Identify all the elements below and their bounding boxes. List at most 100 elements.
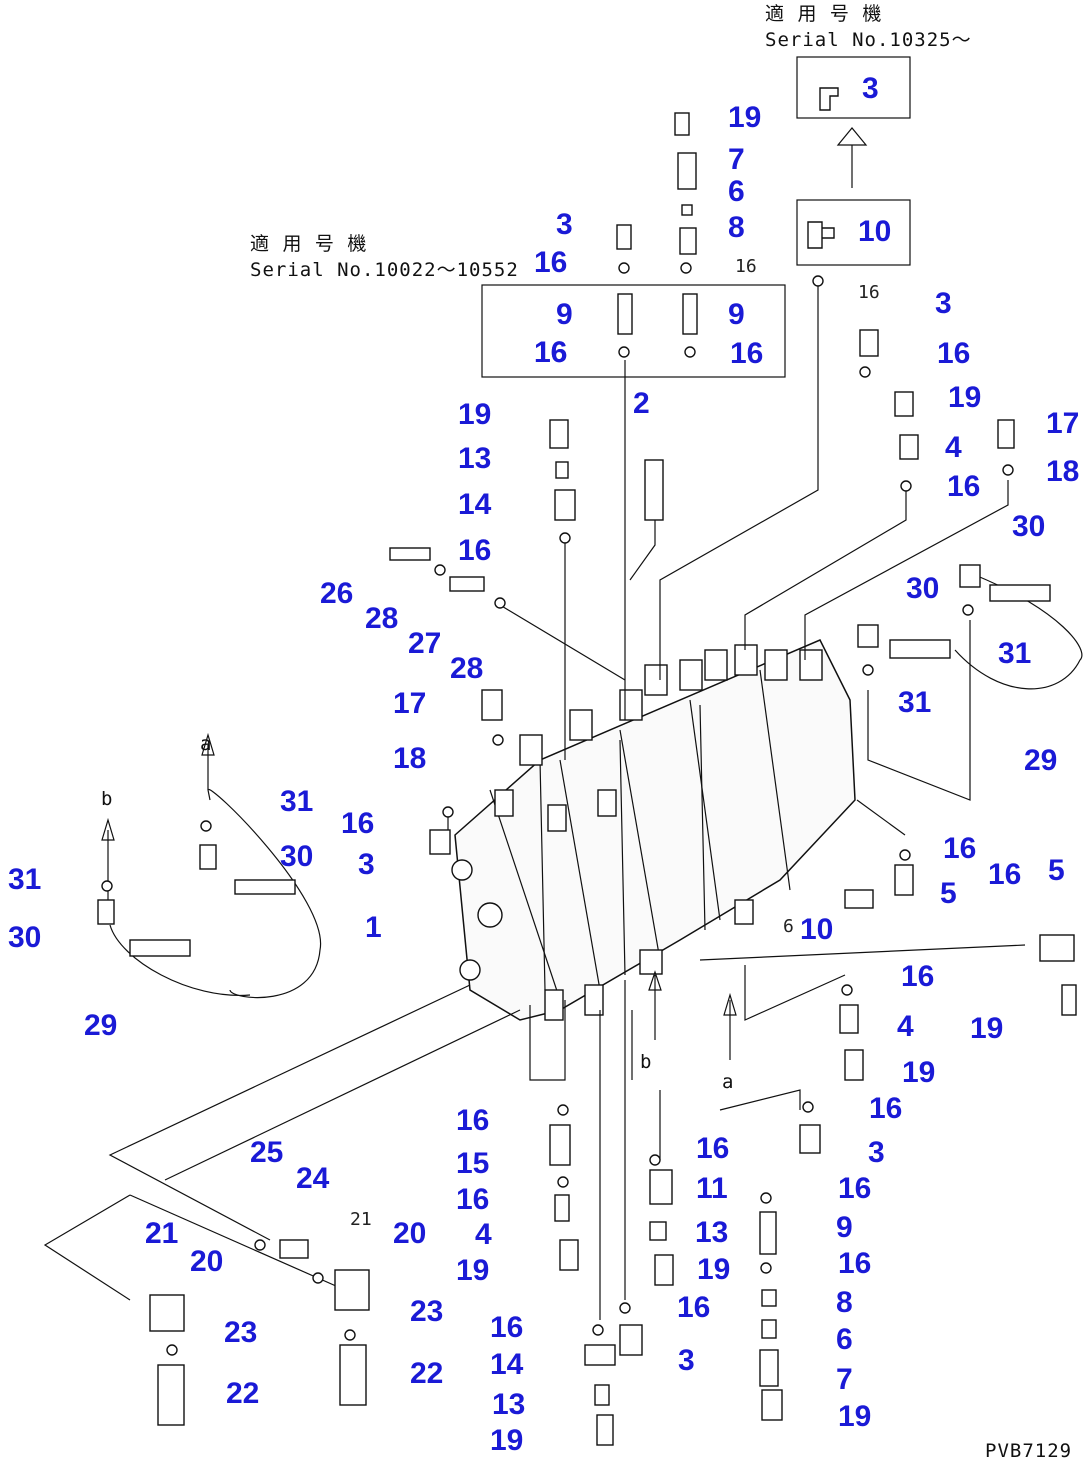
callout-9: 9 [836, 1211, 853, 1244]
callout-7: 7 [728, 143, 745, 176]
callout-29: 29 [84, 1009, 117, 1042]
marker-b-left: b [101, 788, 113, 810]
callout-13: 13 [492, 1388, 525, 1421]
callout-24: 24 [296, 1162, 330, 1195]
callout-16: 16 [534, 336, 567, 369]
callout-21: 21 [145, 1217, 178, 1250]
callout-3: 3 [862, 72, 879, 105]
callout-23: 23 [410, 1295, 443, 1328]
drawing-code: PVB7129 [985, 1440, 1072, 1462]
callout-19: 19 [458, 398, 491, 431]
callout-3: 3 [868, 1136, 885, 1169]
callout-28: 28 [450, 652, 483, 685]
callout-16: 16 [838, 1247, 871, 1280]
callout-1: 1 [365, 911, 382, 944]
callout-14: 14 [458, 488, 492, 521]
callout-16: 16 [947, 470, 980, 503]
callout-16: 16 [869, 1092, 902, 1125]
marker-a-left: a [200, 733, 212, 755]
connector-fitting-icon [807, 221, 835, 249]
callout-28: 28 [365, 602, 398, 635]
callout-8: 8 [836, 1286, 853, 1319]
callout-4: 4 [475, 1218, 492, 1251]
callout-3: 3 [358, 848, 375, 881]
small-label-6: 6 [783, 916, 794, 937]
callout-31: 31 [280, 785, 313, 818]
callout-13: 13 [458, 442, 491, 475]
adapter-9-left [617, 293, 633, 335]
callout-10: 10 [800, 913, 833, 946]
callout-19: 19 [728, 101, 761, 134]
callout-31: 31 [898, 686, 931, 719]
callout-7: 7 [836, 1363, 853, 1396]
callout-8: 8 [728, 211, 745, 244]
callout-22: 22 [226, 1377, 259, 1410]
callout-16: 16 [677, 1291, 710, 1324]
callout-19: 19 [970, 1012, 1003, 1045]
callout-16: 16 [696, 1132, 729, 1165]
callout-16: 16 [490, 1311, 523, 1344]
callout-19: 19 [902, 1056, 935, 1089]
callout-18: 18 [393, 742, 426, 775]
o-ring-glyphs [101, 262, 1014, 1356]
small-label-21: 21 [350, 1209, 372, 1230]
callout-6: 6 [836, 1323, 853, 1356]
callout-16: 16 [534, 246, 567, 279]
serial-note-top-range: Serial No.10325～ [765, 29, 972, 51]
callout-9: 9 [556, 298, 573, 331]
callout-29: 29 [1024, 744, 1057, 777]
callout-23: 23 [224, 1316, 257, 1349]
callout-27: 27 [408, 627, 441, 660]
marker-a-bottom: a [722, 1071, 734, 1093]
flow-markers [101, 732, 737, 1060]
callout-19: 19 [490, 1424, 523, 1457]
adapter-9-right [682, 293, 698, 335]
box-old-fitting [796, 199, 911, 266]
callout-16: 16 [943, 832, 976, 865]
callout-16: 16 [937, 337, 970, 370]
callout-5: 5 [940, 877, 957, 910]
callout-25: 25 [250, 1136, 283, 1169]
callout-22: 22 [410, 1357, 443, 1390]
callout-3: 3 [556, 208, 573, 241]
callout-19: 19 [697, 1253, 730, 1286]
small-label-16-b: 16 [858, 282, 880, 303]
callout-16: 16 [730, 337, 763, 370]
serial-note-mid-range: Serial No.10022～10552 [250, 259, 519, 281]
callout-16: 16 [838, 1172, 871, 1205]
callout-16: 16 [458, 534, 491, 567]
callout-15: 15 [456, 1147, 489, 1180]
callout-19: 19 [948, 381, 981, 414]
elbow-fitting-icon [819, 87, 839, 111]
leader-lines [43, 285, 1083, 1320]
callout-9: 9 [728, 298, 745, 331]
callout-11: 11 [696, 1172, 728, 1205]
callout-19: 19 [456, 1254, 489, 1287]
callout-16: 16 [534, 336, 567, 369]
callout-17: 17 [1046, 407, 1079, 440]
upgrade-arrow [836, 127, 868, 188]
serial-note-mid-title: 適 用 号 機 [250, 233, 367, 255]
box-adapter-group [481, 284, 786, 378]
callout-30: 30 [906, 572, 939, 605]
callout-6: 6 [728, 175, 745, 208]
callout-4: 4 [897, 1010, 914, 1043]
callout-20: 20 [190, 1245, 223, 1278]
small-label-16-a: 16 [735, 256, 757, 277]
callout-30: 30 [1012, 510, 1045, 543]
callout-5: 5 [1048, 854, 1065, 887]
callout-21: 21 [145, 1217, 178, 1250]
callout-16: 16 [901, 960, 934, 993]
callout-30: 30 [280, 840, 313, 873]
serial-note-top-title: 適 用 号 機 [765, 3, 882, 25]
callout-31: 31 [998, 637, 1031, 670]
callout-3: 3 [678, 1344, 695, 1377]
callout-3: 3 [935, 287, 952, 320]
box-new-fitting [796, 56, 911, 119]
callout-16: 16 [456, 1104, 489, 1137]
callout-16: 16 [341, 807, 374, 840]
callout-18: 18 [1046, 455, 1079, 488]
